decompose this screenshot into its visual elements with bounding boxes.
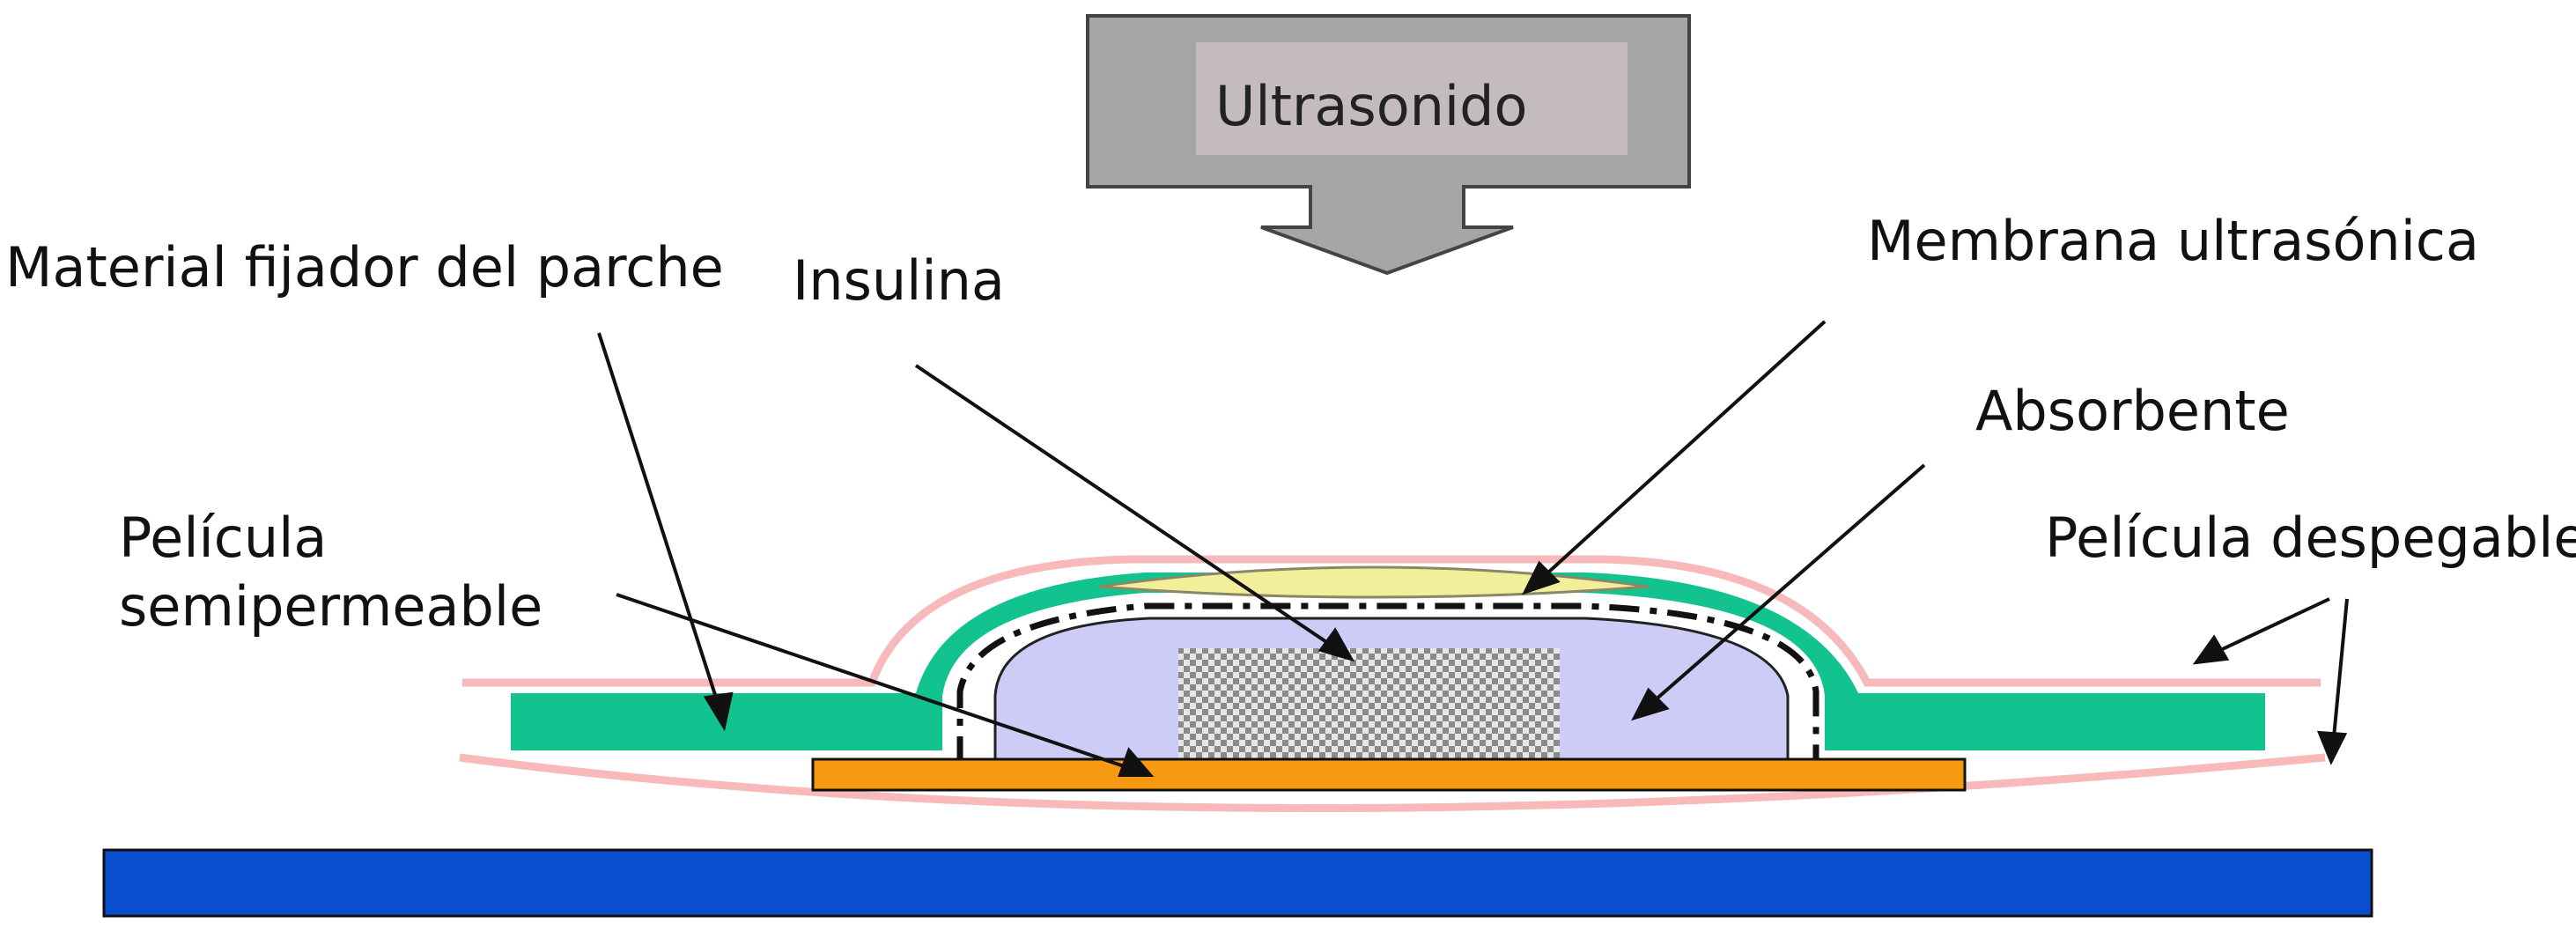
semipermeable-film — [811, 757, 1967, 792]
ultrasonic-membrane — [1098, 565, 1650, 599]
pointer-membrana — [1529, 320, 1827, 590]
pointer-despegable-2 — [2330, 598, 2349, 757]
pointer-absorbente-head — [1631, 687, 1670, 721]
pointer-membrana-head — [1522, 560, 1561, 595]
label-insulina: Insulina — [793, 248, 1005, 313]
pointer-pelicula-semi — [616, 593, 1146, 775]
skin-layer — [102, 848, 2373, 918]
pointer-insulina — [914, 364, 1349, 658]
peel-film-top — [462, 555, 2321, 687]
pointer-pelicula-semi-head — [1118, 747, 1155, 777]
label-pelicula-semipermeable-line1: Película — [119, 506, 328, 570]
label-absorbente: Absorbente — [1975, 379, 2290, 443]
pointer-material-fijador — [597, 332, 726, 723]
insulin-reservoir — [1178, 648, 1560, 758]
peel-film-bottom — [459, 753, 2326, 812]
label-membrana-ultrasonica: Membrana ultrasónica — [1867, 209, 2480, 273]
pointer-despegable-2-head — [2316, 730, 2348, 765]
pointer-despegable-1 — [2201, 597, 2330, 661]
pointer-insulina-head — [1318, 627, 1355, 662]
label-ultrasonido: Ultrasonido — [1215, 74, 1528, 138]
label-material-fijador: Material fijador del parche — [5, 235, 724, 299]
ultrasound-arrow-icon — [1086, 14, 1691, 276]
label-pelicula-semipermeable: Película semipermeable — [119, 504, 543, 640]
pointer-despegable-1-head — [2192, 634, 2230, 665]
label-pelicula-despegable: Película despegable — [2045, 506, 2576, 570]
pointer-absorbente — [1638, 463, 1926, 715]
membrane-outline — [956, 602, 1819, 766]
label-pelicula-semipermeable-line2: semipermeable — [119, 573, 543, 639]
pointer-material-fijador-head — [703, 691, 734, 732]
